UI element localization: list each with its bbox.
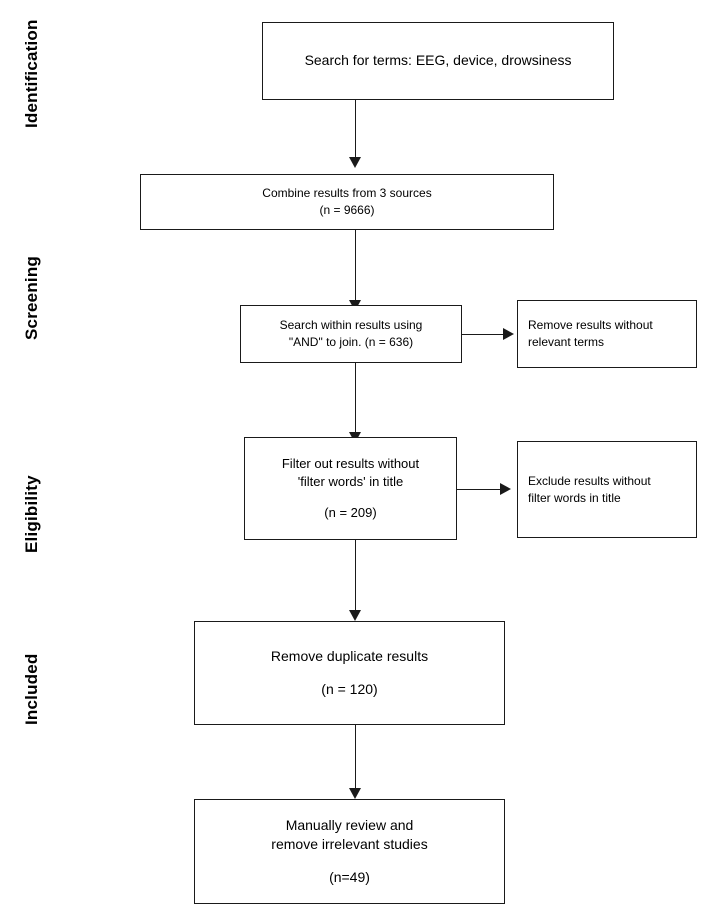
box-remove-duplicate-results: Remove duplicate results (n = 120): [194, 621, 505, 725]
arrowhead-remove-duplicates-to-manual-review: [349, 788, 361, 799]
box-manually-review: Manually review and remove irrelevant st…: [194, 799, 505, 904]
stage-label-eligibility: Eligibility: [22, 475, 41, 553]
box-search-within-results-line-2: "AND" to join. (n = 636): [288, 335, 414, 349]
stage-label-included: Included: [22, 653, 41, 726]
connector-search-to-combine: [355, 100, 356, 159]
box-remove-results-without-relevant-terms: Remove results without relevant terms: [517, 300, 697, 368]
box-search-terms: Search for terms: EEG, device, drowsines…: [262, 22, 614, 100]
arrowhead-search-within-to-remove-terms: [503, 328, 514, 340]
connector-remove-duplicates-to-manual-review: [355, 725, 356, 797]
connector-search-within-to-remove-terms: [462, 334, 505, 335]
box-manually-review-line-4: (n=49): [329, 869, 370, 886]
box-exclude-results-line-1: Exclude results without: [528, 473, 651, 488]
box-search-terms-line-1: Search for terms: EEG, device, drowsines…: [304, 52, 572, 69]
box-search-within-results: Search within results using "AND" to joi…: [240, 305, 462, 363]
box-search-within-results-line-1: Search within results using: [279, 318, 423, 333]
box-exclude-results-line-2: filter words in title: [528, 490, 621, 505]
box-combine-results-line-1: Combine results from 3 sources: [262, 186, 432, 201]
box-filter-out-results: Filter out results without 'filter words…: [244, 437, 457, 540]
connector-combine-to-search-within: [355, 230, 356, 303]
arrowhead-search-to-combine: [349, 157, 361, 168]
stage-label-identification: Identification: [22, 19, 41, 128]
box-combine-results-line-2: (n = 9666): [319, 203, 375, 217]
box-filter-out-results-line-4: (n = 209): [324, 505, 377, 521]
stage-label-screening: Screening: [22, 256, 41, 340]
box-remove-duplicate-results-line-3: (n = 120): [321, 681, 378, 697]
box-combine-results: Combine results from 3 sources (n = 9666…: [140, 174, 554, 230]
box-filter-out-results-line-1: Filter out results without: [281, 455, 420, 471]
connector-filter-to-exclude: [457, 489, 502, 490]
box-remove-duplicate-results-line-1: Remove duplicate results: [270, 647, 429, 664]
box-exclude-results-without-filter-words: Exclude results without filter words in …: [517, 441, 697, 538]
box-manually-review-line-2: remove irrelevant studies: [271, 835, 428, 852]
connector-filter-to-remove-duplicates: [355, 540, 356, 619]
box-remove-terms-line-1: Remove results without: [528, 318, 653, 333]
connector-search-within-to-filter: [355, 363, 356, 435]
box-manually-review-line-1: Manually review and: [285, 816, 414, 833]
box-remove-terms-line-2: relevant terms: [528, 335, 605, 349]
box-filter-out-results-line-2: 'filter words' in title: [297, 473, 404, 489]
arrowhead-filter-to-exclude: [500, 483, 511, 495]
arrowhead-filter-to-remove-duplicates: [349, 610, 361, 621]
